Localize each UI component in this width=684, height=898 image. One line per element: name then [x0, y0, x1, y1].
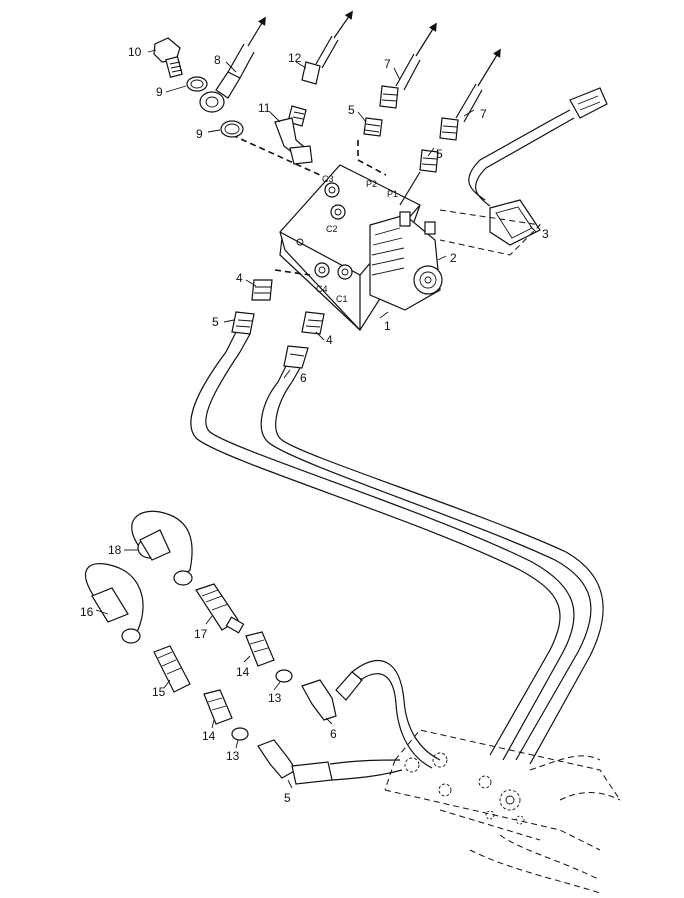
callout-8: 8 — [214, 53, 221, 67]
port-label-p1: P1 — [387, 189, 398, 199]
callout-6-top: 6 — [300, 371, 307, 385]
callout-18: 18 — [108, 543, 122, 557]
callout-4-right: 4 — [326, 333, 333, 347]
callout-14-lower: 14 — [202, 729, 216, 743]
callout-9-top: 9 — [156, 85, 163, 99]
port-label-c3: C3 — [322, 174, 334, 184]
port-labels: C3 C2 P2 P1 C4 C1 — [316, 174, 398, 304]
callout-16: 16 — [80, 605, 94, 619]
callout-15: 15 — [152, 685, 166, 699]
callout-7-right: 7 — [480, 107, 487, 121]
dashed-connections — [231, 134, 387, 276]
top-fittings — [153, 10, 501, 206]
callout-5-top-right: 5 — [436, 147, 443, 161]
callout-5-bottom: 5 — [284, 791, 291, 805]
callout-14-upper: 14 — [236, 665, 250, 679]
callout-12: 12 — [288, 51, 302, 65]
callout-4-left: 4 — [236, 271, 243, 285]
callout-2: 2 — [450, 251, 457, 265]
port-label-p2: P2 — [366, 179, 377, 189]
port-label-c2: C2 — [326, 224, 338, 234]
callout-5-top-left: 5 — [348, 103, 355, 117]
callout-11: 11 — [258, 101, 271, 115]
port-label-c1: C1 — [336, 294, 348, 304]
callout-numbers: 10 8 12 7 7 9 9 11 5 5 3 2 1 4 5 4 6 18 … — [80, 45, 549, 805]
callout-1: 1 — [384, 319, 391, 333]
callout-13-upper: 13 — [268, 691, 282, 705]
callout-13-lower: 13 — [226, 749, 240, 763]
frame-outline — [384, 729, 621, 894]
port-label-c4: C4 — [316, 284, 328, 294]
callout-10: 10 — [128, 45, 142, 59]
callout-17: 17 — [194, 627, 208, 641]
callout-5-left: 5 — [212, 315, 219, 329]
quick-couplers — [84, 510, 441, 785]
callout-7-left: 7 — [384, 57, 391, 71]
callout-6-bottom: 6 — [330, 727, 337, 741]
main-hoses — [190, 351, 604, 765]
leader-lines — [95, 49, 537, 789]
callout-3: 3 — [542, 227, 549, 241]
lower-block-fittings — [225, 279, 325, 383]
solenoid-connector — [439, 87, 608, 256]
callout-9-bottom: 9 — [196, 127, 203, 141]
solenoid-coil — [369, 211, 443, 311]
